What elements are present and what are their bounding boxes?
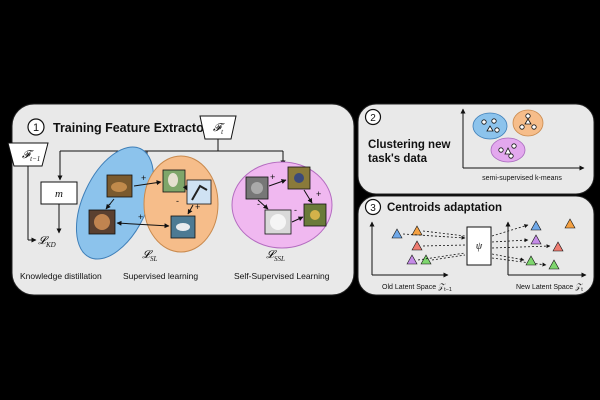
step-1-number: 1 xyxy=(33,122,39,134)
ssl-image-1 xyxy=(245,176,269,200)
ssl-arrow-4 xyxy=(303,189,313,204)
loss-ssl: 𝓛SSL xyxy=(266,249,285,263)
sl-image-bird-1 xyxy=(162,169,186,193)
new-centroid-purple xyxy=(530,234,542,245)
old-centroid-purple xyxy=(406,254,418,265)
cluster-orange-points xyxy=(519,113,537,130)
ssl-image-4 xyxy=(303,203,327,227)
step-1-badge xyxy=(27,118,45,136)
sl-minus-2: - xyxy=(176,196,179,206)
new-centroid-green-1 xyxy=(525,255,537,266)
sl-plus-3: + xyxy=(195,202,200,212)
sl-arrow-bird-bird xyxy=(182,184,188,191)
step-2-number: 2 xyxy=(370,113,376,124)
psi-label: ψ xyxy=(476,241,483,252)
new-centroid-blue xyxy=(530,220,542,231)
panel-centroids-title: Centroids adaptation xyxy=(387,202,502,214)
sl-plus-2: + xyxy=(138,212,143,222)
sl-arrow-bear-bird xyxy=(116,220,170,229)
panel-clustering-title-1: Clustering new xyxy=(368,139,450,151)
ssl-plus-2: + xyxy=(316,189,321,199)
psi-box xyxy=(466,226,492,266)
new-centroid-green-2 xyxy=(548,259,560,270)
caption-knowledge-distillation: Knowledge distillation xyxy=(20,271,102,281)
sl-arrow-cat-bird xyxy=(133,180,162,187)
ssl-plus-1: + xyxy=(270,172,275,182)
panel-training-title: Training Feature Extractor xyxy=(53,121,209,135)
feature-extractor-current xyxy=(199,115,237,140)
panel-clustering: 2 Clustering new task's data semi-superv… xyxy=(357,103,595,195)
panel-training: 1 Training Feature Extractor 𝓕t−1 𝓕t m 𝓛… xyxy=(7,103,355,296)
sl-image-cat xyxy=(106,174,133,198)
loss-sl: 𝓛SL xyxy=(142,249,158,263)
panel-clustering-title-2: task's data xyxy=(368,153,428,165)
sl-minus-1: - xyxy=(108,199,111,209)
cluster-blue-points xyxy=(481,118,500,133)
caption-supervised-learning: Supervised learning xyxy=(123,271,198,281)
clustering-axis-caption: semi-supervised k-means xyxy=(482,175,562,182)
sl-image-bird-3 xyxy=(170,215,196,239)
old-centroid-red xyxy=(411,240,423,251)
step-2-badge xyxy=(364,108,382,126)
step-3-badge xyxy=(364,198,382,216)
cluster-purple-points xyxy=(498,143,517,159)
sl-plus-1: + xyxy=(141,173,146,183)
ssl-arrow-2 xyxy=(257,199,269,210)
sl-arrow-bird2-bird3 xyxy=(187,204,194,215)
new-latent-space-label: New Latent Space 𝒵t xyxy=(516,282,583,293)
step-3-number: 3 xyxy=(370,203,376,214)
sl-arrow-cat-bear xyxy=(105,198,115,210)
mapping-arrows xyxy=(402,224,551,267)
ssl-image-3 xyxy=(264,209,292,235)
ssl-arrow-3 xyxy=(291,216,304,223)
old-centroid-blue xyxy=(391,228,403,239)
ssl-minus-2: - xyxy=(294,205,297,215)
feature-extractor-old xyxy=(7,142,49,167)
old-latent-space-label: Old Latent Space 𝒵t−1 xyxy=(382,282,452,293)
ssl-arrow-1 xyxy=(268,179,287,187)
sl-image-bird-2 xyxy=(186,179,212,205)
loss-kd: 𝓛KD xyxy=(38,235,56,249)
caption-self-supervised-learning: Self-Supervised Learning xyxy=(234,271,330,281)
old-centroid-orange xyxy=(411,225,423,236)
new-centroid-red xyxy=(552,241,564,252)
sl-image-bear xyxy=(88,209,116,235)
ssl-minus-1: - xyxy=(257,199,260,209)
panel-centroids: 3 Centroids adaptation ψ xyxy=(357,195,595,296)
projector-m-label: m xyxy=(55,188,63,200)
ssl-image-2 xyxy=(287,166,311,190)
new-centroid-orange xyxy=(564,218,576,229)
